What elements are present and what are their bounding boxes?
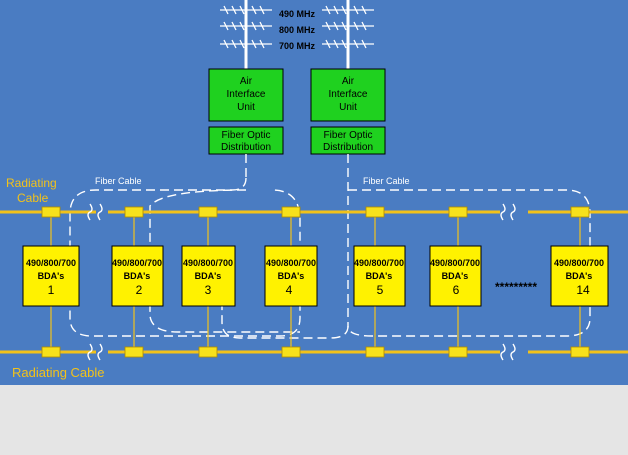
bda-unit-2: 490/800/700 BDA's 2: [111, 245, 164, 307]
svg-text:BDA's: BDA's: [124, 271, 151, 281]
bda-unit-6: 490/800/700 BDA's 6: [429, 245, 482, 307]
bda-unit-3: 490/800/700 BDA's 3: [181, 245, 236, 307]
svg-text:BDA's: BDA's: [278, 271, 305, 281]
svg-text:5: 5: [377, 283, 384, 297]
svg-text:490/800/700: 490/800/700: [26, 258, 76, 268]
svg-text:Interface: Interface: [329, 89, 368, 100]
bda-ellipsis: *********: [495, 280, 537, 294]
radiating-cable-top-label-1: Radiating: [6, 176, 57, 190]
fiber-optic-distribution-left: Fiber Optic Distribution: [208, 126, 284, 155]
coupler: [124, 206, 144, 218]
bda-unit-14: 490/800/700 BDA's 14: [550, 245, 609, 307]
frequency-label-800: 800 MHz: [279, 25, 316, 35]
svg-text:Fiber Optic: Fiber Optic: [324, 130, 373, 141]
radiating-cable-top-label-2: Cable: [17, 191, 49, 205]
bda-unit-1: 490/800/700 BDA's 1: [22, 245, 80, 307]
coupler: [41, 206, 61, 218]
svg-text:2: 2: [136, 283, 143, 297]
svg-text:490/800/700: 490/800/700: [112, 258, 162, 268]
svg-text:490/800/700: 490/800/700: [183, 258, 233, 268]
svg-text:Fiber Optic: Fiber Optic: [222, 130, 271, 141]
svg-text:490/800/700: 490/800/700: [554, 258, 604, 268]
diagram-background: [0, 0, 628, 385]
fiber-cable-loops: [69, 154, 591, 339]
coupler: [41, 346, 61, 358]
svg-text:BDA's: BDA's: [366, 271, 393, 281]
svg-text:Air: Air: [240, 76, 253, 87]
svg-text:BDA's: BDA's: [566, 271, 593, 281]
svg-text:3: 3: [205, 283, 212, 297]
coupler: [570, 346, 590, 358]
svg-text:Unit: Unit: [339, 102, 357, 113]
coupler: [448, 346, 468, 358]
svg-text:490/800/700: 490/800/700: [266, 258, 316, 268]
lower-panel: [0, 385, 628, 455]
bda-unit-5: 490/800/700 BDA's 5: [353, 245, 406, 307]
fiber-cable-left-label: Fiber Cable: [95, 176, 142, 186]
frequency-label-490: 490 MHz: [279, 9, 316, 19]
coupler: [570, 206, 590, 218]
fiber-optic-distribution-right: Fiber Optic Distribution: [310, 126, 386, 155]
antenna-right-icon: [322, 0, 374, 70]
svg-text:Distribution: Distribution: [221, 142, 271, 153]
coupler: [198, 206, 218, 218]
coupler: [448, 206, 468, 218]
svg-text:BDA's: BDA's: [195, 271, 222, 281]
bda-unit-4: 490/800/700 BDA's 4: [264, 245, 318, 307]
couplers-bottom: [41, 346, 590, 358]
svg-text:6: 6: [453, 283, 460, 297]
svg-text:BDA's: BDA's: [38, 271, 65, 281]
svg-text:4: 4: [286, 283, 293, 297]
antenna-left-icon: [220, 0, 272, 70]
svg-text:14: 14: [576, 283, 590, 297]
svg-text:Air: Air: [342, 76, 355, 87]
coupler: [365, 346, 385, 358]
coupler: [198, 346, 218, 358]
svg-text:BDA's: BDA's: [442, 271, 469, 281]
coupler: [281, 206, 301, 218]
fiber-cable-right-label: Fiber Cable: [363, 176, 410, 186]
coupler: [365, 206, 385, 218]
svg-text:490/800/700: 490/800/700: [354, 258, 404, 268]
svg-text:1: 1: [48, 283, 55, 297]
svg-text:Distribution: Distribution: [323, 142, 373, 153]
air-interface-unit-left: Air Interface Unit: [208, 68, 284, 122]
couplers-top: [41, 206, 590, 218]
svg-text:Unit: Unit: [237, 102, 255, 113]
svg-text:490/800/700: 490/800/700: [430, 258, 480, 268]
coupler: [124, 346, 144, 358]
air-interface-unit-right: Air Interface Unit: [310, 68, 386, 122]
radiating-cable-bottom-label: Radiating Cable: [12, 365, 105, 380]
coupler: [281, 346, 301, 358]
frequency-label-700: 700 MHz: [279, 41, 316, 51]
svg-text:Interface: Interface: [227, 89, 266, 100]
